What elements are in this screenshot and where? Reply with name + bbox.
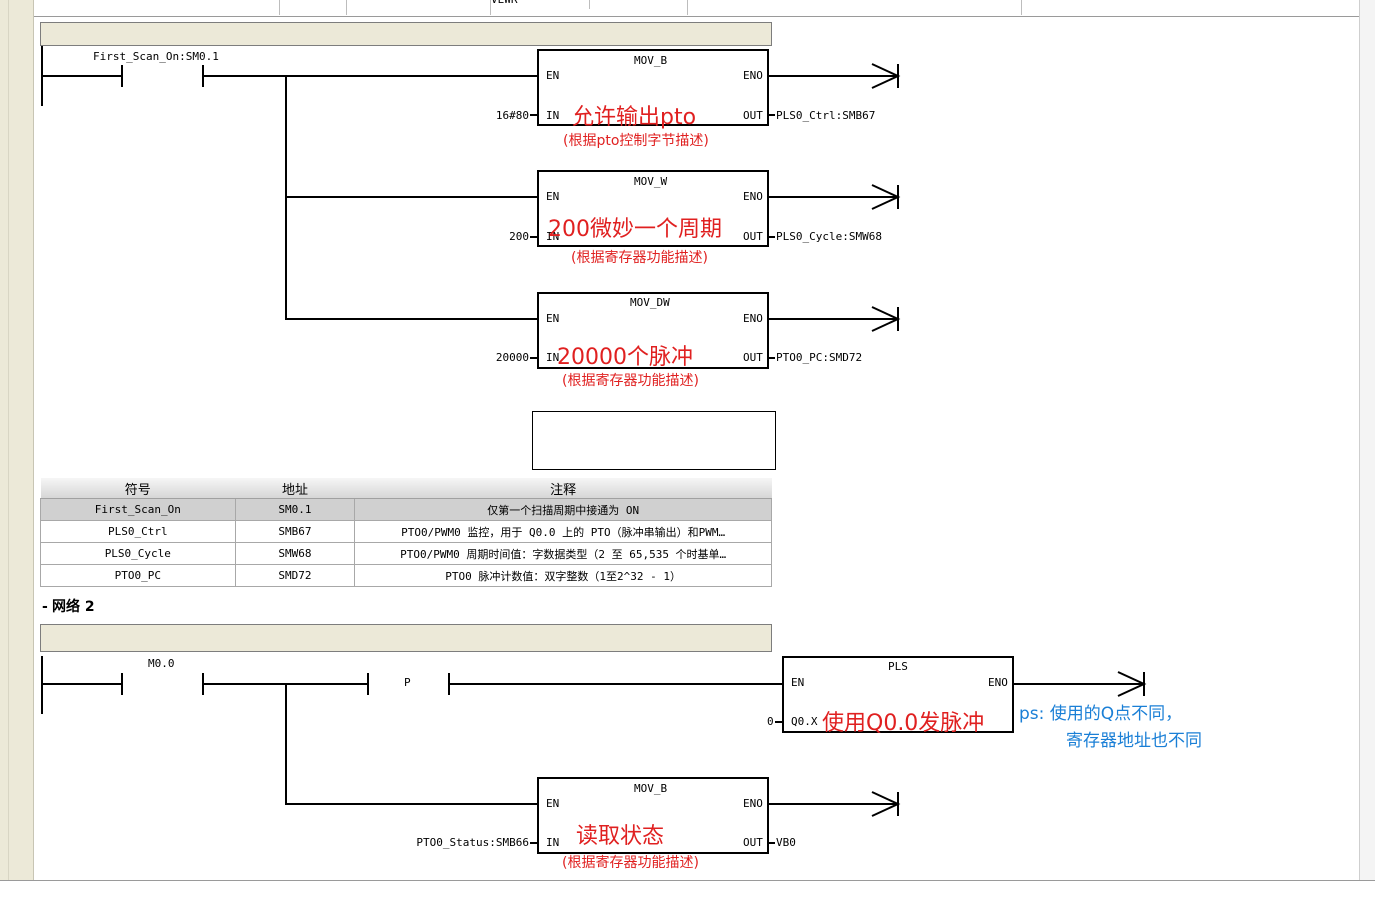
pls-annotation: 使用Q0.0发脉冲 (822, 711, 985, 736)
box1-eno: ENO (743, 69, 763, 82)
pls-in: Q0.X (791, 715, 818, 728)
box2-in-value[interactable]: 200 (509, 230, 529, 243)
table-cell: 仅第一个扫描周期中接通为 ON (354, 498, 772, 521)
network1-comment[interactable] (40, 22, 772, 46)
network2-title[interactable]: 网络 2 (52, 599, 95, 615)
table-cell: SMD72 (234, 564, 356, 587)
left-gutter (0, 0, 34, 880)
table-cell: SM0.1 (234, 498, 356, 521)
bottom-border (0, 880, 1375, 881)
box1-title[interactable]: MOV_B (634, 54, 668, 67)
mov2-note: (根据寄存器功能描述) (562, 855, 699, 871)
table-row[interactable]: First_Scan_On SM0.1 仅第一个扫描周期中接通为 ON (40, 498, 772, 521)
box1-out-value[interactable]: PLS0_Ctrl:SMB67 (776, 109, 876, 122)
box2-note: (根据寄存器功能描述) (571, 250, 708, 266)
vertical-scrollbar[interactable] (1359, 0, 1375, 880)
box2-eno: ENO (743, 190, 763, 203)
table-row[interactable]: PLS0_Cycle SMW68 PTO0/PWM0 周期时间值：字数据类型（2… (40, 542, 772, 565)
box1-in: IN (546, 109, 560, 122)
box1-in-value[interactable]: 16#80 (495, 109, 529, 122)
mov2-annotation: 读取状态 (576, 824, 665, 849)
network2-comment[interactable] (40, 624, 772, 652)
table-cell: PLS0_Ctrl (40, 520, 236, 543)
contact-m0-label[interactable]: M0.0 (148, 657, 175, 670)
empty-network-box[interactable] (532, 411, 776, 470)
contact-first-scan-label[interactable]: First_Scan_On:SM0.1 (93, 50, 219, 63)
table-cell: PTO0 脉冲计数值：双字整数（1至2^32 - 1） (354, 564, 772, 587)
mov2-title[interactable]: MOV_B (634, 782, 668, 795)
mov2-en: EN (546, 797, 560, 810)
symbol-table-header-comment[interactable]: 注释 (354, 478, 772, 499)
box3-out: OUT (743, 351, 763, 364)
top-strip-text: VEWR (491, 0, 590, 9)
pls-title[interactable]: PLS (888, 660, 908, 673)
pls-en: EN (791, 676, 805, 689)
mov2-out-value[interactable]: VB0 (776, 836, 796, 849)
box3-in: IN (546, 351, 560, 364)
ps-note-line1: ps: 使用的Q点不同， (1019, 704, 1183, 724)
pls-in-value[interactable]: 0 (767, 715, 774, 728)
box2-en: EN (546, 190, 560, 203)
table-cell: PTO0_PC (40, 564, 236, 587)
mov2-eno: ENO (743, 797, 763, 810)
mov2-in: IN (546, 836, 560, 849)
box1-note: (根据pto控制字节描述) (563, 133, 709, 149)
table-cell: SMW68 (234, 542, 356, 565)
symbol-table: 符号 地址 注释 First_Scan_On SM0.1 仅第一个扫描周期中接通… (40, 478, 772, 587)
pls-eno: ENO (988, 676, 1008, 689)
box3-in-value[interactable]: 20000 (495, 351, 529, 364)
mov2-in-value[interactable]: PTO0_Status:SMB66 (416, 836, 529, 849)
network2-toggle[interactable]: - (42, 599, 48, 615)
box2-title[interactable]: MOV_W (634, 175, 668, 188)
box1-annotation: 允许输出pto (572, 105, 697, 130)
box1-out: OUT (743, 109, 763, 122)
box2-annotation: 200微妙一个周期 (548, 217, 722, 242)
box2-out-value[interactable]: PLS0_Cycle:SMW68 (776, 230, 882, 243)
table-cell: PTO0/PWM0 周期时间值：字数据类型（2 至 65,535 个时基单… (354, 542, 772, 565)
top-table-strip: VEWR (0, 0, 1359, 17)
box3-en: EN (546, 312, 560, 325)
box3-annotation: 20000个脉冲 (557, 345, 693, 370)
edge-p-label[interactable]: P (404, 676, 411, 689)
table-cell: PTO0/PWM0 监控，用于 Q0.0 上的 PTO（脉冲串输出）和PWM… (354, 520, 772, 543)
symbol-table-header-symbol[interactable]: 符号 (40, 478, 236, 499)
box2-out: OUT (743, 230, 763, 243)
table-row[interactable]: PTO0_PC SMD72 PTO0 脉冲计数值：双字整数（1至2^32 - 1… (40, 564, 772, 587)
box3-title[interactable]: MOV_DW (630, 296, 670, 309)
table-row[interactable]: PLS0_Ctrl SMB67 PTO0/PWM0 监控，用于 Q0.0 上的 … (40, 520, 772, 543)
table-cell: First_Scan_On (40, 498, 236, 521)
mov2-out: OUT (743, 836, 763, 849)
symbol-table-header-address[interactable]: 地址 (235, 478, 355, 499)
table-cell: PLS0_Cycle (40, 542, 236, 565)
box1-en: EN (546, 69, 560, 82)
box3-eno: ENO (743, 312, 763, 325)
table-cell: SMB67 (234, 520, 356, 543)
ps-note-line2: 寄存器地址也不同 (1066, 731, 1202, 751)
box2-in: IN (546, 230, 560, 243)
box3-out-value[interactable]: PTO0_PC:SMD72 (776, 351, 863, 364)
box3-note: (根据寄存器功能描述) (562, 373, 699, 389)
